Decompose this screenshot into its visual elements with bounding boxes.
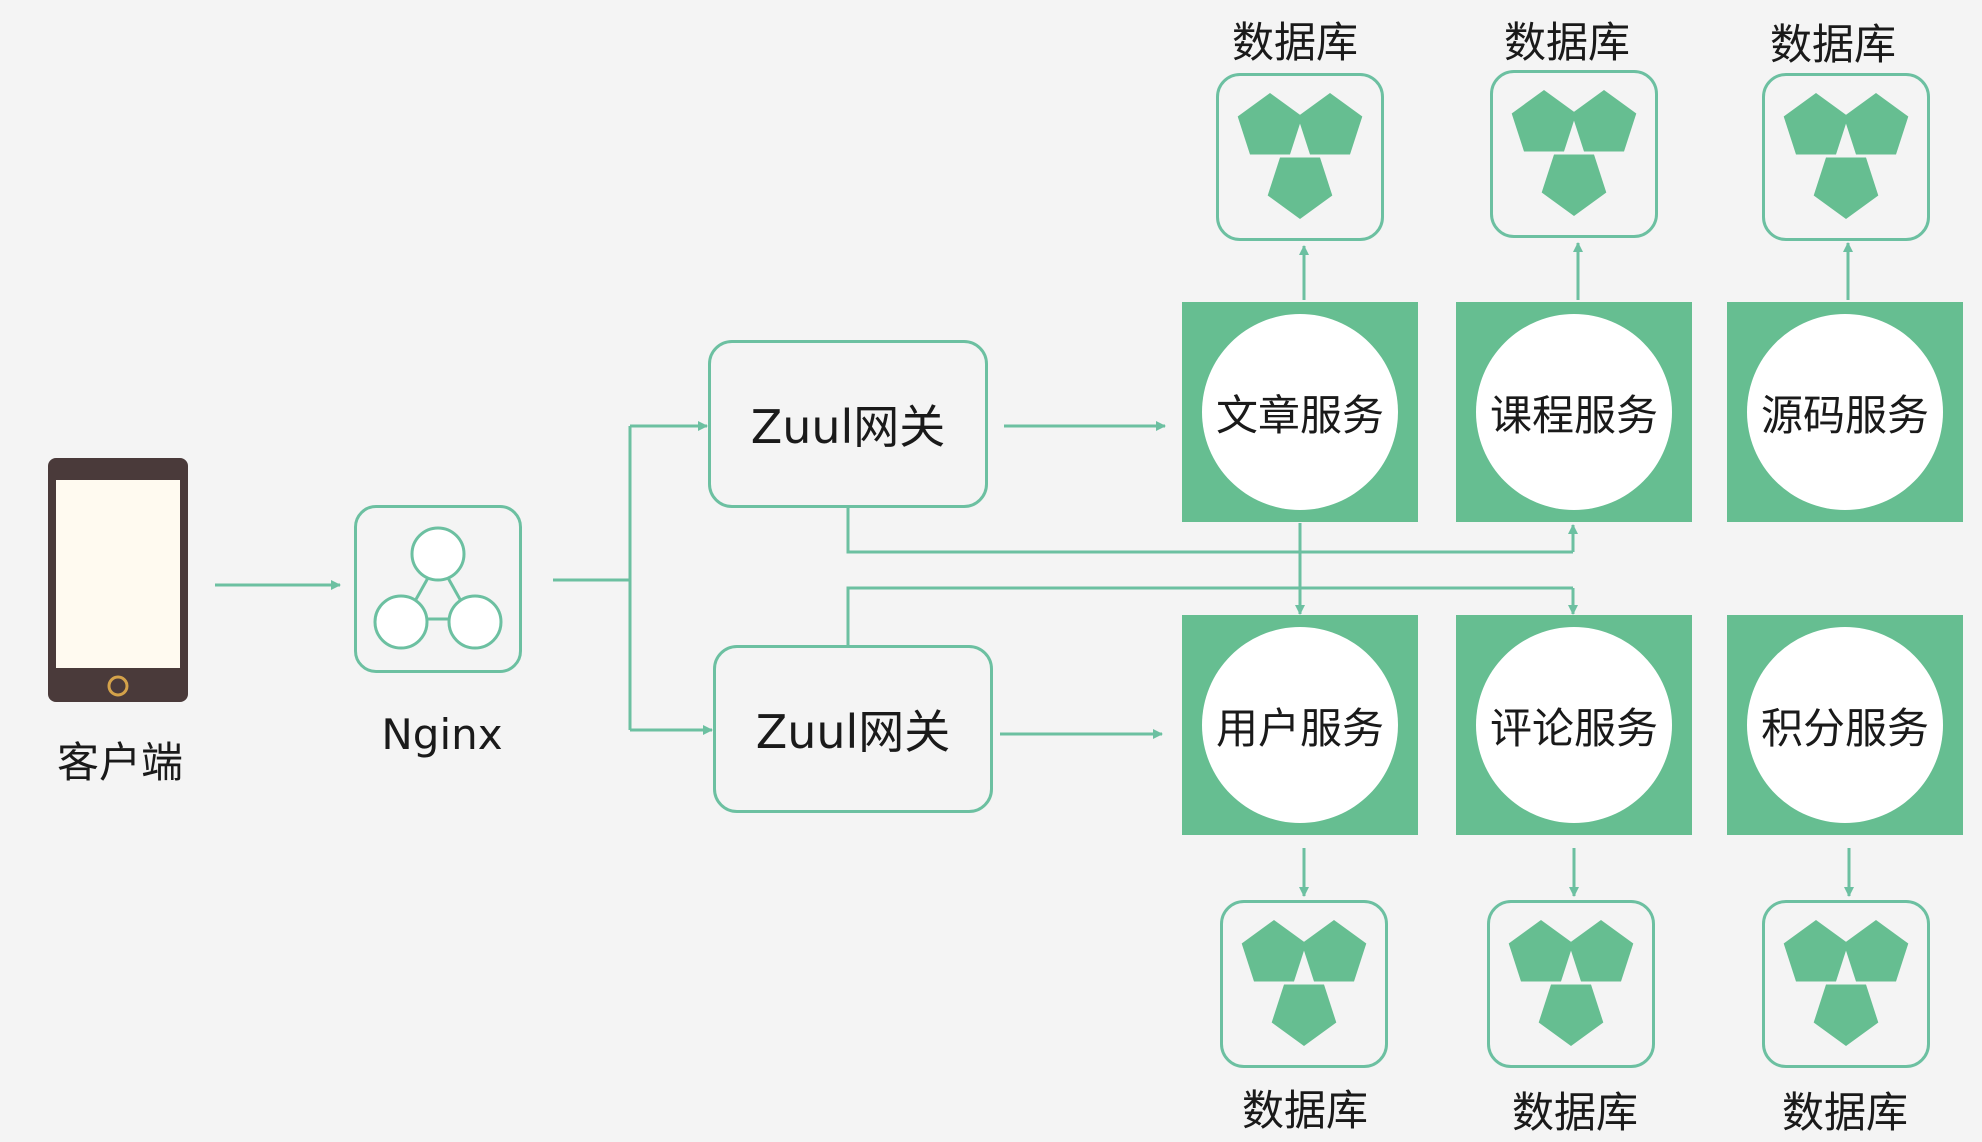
db-bottom-label-3: 数据库 <box>1781 1088 1908 1137</box>
database-icon <box>1511 90 1637 216</box>
cluster-icon <box>373 526 503 650</box>
connector-gateway-2-to-comment-service <box>846 586 1573 645</box>
service-article: 文章服务 <box>1182 302 1418 522</box>
nginx-label: Nginx <box>381 710 503 759</box>
connector-gateway-1-to-course-service <box>846 508 1573 554</box>
db-bottom-3 <box>1762 900 1930 1068</box>
service-label: 评论服务 <box>1476 627 1672 823</box>
db-top-label-2: 数据库 <box>1503 18 1630 67</box>
service-course: 课程服务 <box>1456 302 1692 522</box>
service-comment: 评论服务 <box>1456 615 1692 835</box>
service-label: 课程服务 <box>1476 314 1672 510</box>
database-icon <box>1241 920 1367 1046</box>
db-top-1 <box>1216 73 1384 241</box>
client-node <box>46 456 190 704</box>
database-icon <box>1783 920 1909 1046</box>
db-top-label-1: 数据库 <box>1231 18 1358 67</box>
service-label: 用户服务 <box>1202 627 1398 823</box>
service-label: 源码服务 <box>1747 314 1943 510</box>
db-bottom-2 <box>1487 900 1655 1068</box>
zuul-gateway-1: Zuul网关 <box>708 340 988 508</box>
db-top-2 <box>1490 70 1658 238</box>
zuul-gateway-2: Zuul网关 <box>713 645 993 813</box>
service-label: 积分服务 <box>1747 627 1943 823</box>
nginx-node <box>354 505 522 673</box>
service-label: 文章服务 <box>1202 314 1398 510</box>
service-points: 积分服务 <box>1727 615 1963 835</box>
db-bottom-1 <box>1220 900 1388 1068</box>
client-label: 客户端 <box>56 738 183 787</box>
db-bottom-label-1: 数据库 <box>1241 1086 1368 1135</box>
service-user: 用户服务 <box>1182 615 1418 835</box>
db-top-3 <box>1762 73 1930 241</box>
db-top-label-3: 数据库 <box>1769 20 1896 69</box>
db-bottom-label-2: 数据库 <box>1511 1088 1638 1137</box>
database-icon <box>1783 93 1909 219</box>
database-icon <box>1508 920 1634 1046</box>
phone-icon <box>48 458 188 702</box>
service-source: 源码服务 <box>1727 302 1963 522</box>
database-icon <box>1237 93 1363 219</box>
